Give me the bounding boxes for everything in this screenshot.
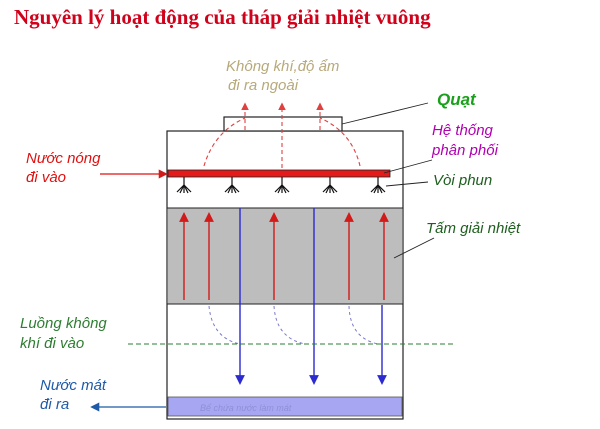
spray-nozzles [176, 177, 386, 194]
falling-water-arrows [235, 208, 387, 385]
air-out-flow [203, 102, 361, 168]
cold-water-basin [167, 396, 403, 417]
fill-leader [393, 237, 435, 259]
rising-air-arrows [179, 212, 389, 300]
hot-water-label-1: Nước nóng [26, 150, 101, 167]
fan-housing [223, 116, 343, 132]
hot-water-label-2: đi vào [26, 169, 66, 186]
fan-leader [341, 102, 429, 125]
basin-label: Bể chứa nước làm mát [200, 403, 292, 413]
cool-water-label-2: đi ra [40, 396, 69, 413]
fan-label: Quạt [437, 90, 477, 109]
nozzle-leader [385, 181, 429, 187]
fill-label: Tấm giải nhiệt [426, 220, 521, 237]
nozzle-2 [224, 177, 240, 194]
nozzle-5 [370, 177, 386, 194]
diagram-title: Nguyên lý hoạt động của tháp giải nhiệt … [14, 5, 431, 29]
cool-water-label-1: Nước mát [40, 377, 107, 394]
air-out-arrow-right [319, 117, 361, 167]
distribution-pipe [167, 169, 391, 178]
distribution-leader [383, 159, 433, 174]
nozzle-3 [274, 177, 290, 194]
air-out-label-2: đi ra ngoài [228, 77, 299, 94]
distribution-label-2: phân phối [431, 142, 499, 159]
fill-band [168, 208, 402, 304]
nozzle-label: Vòi phun [433, 172, 492, 189]
nozzle-4 [322, 177, 338, 194]
air-in-label-1: Luồng không [20, 315, 107, 332]
distribution-label-1: Hệ thống [432, 122, 494, 139]
air-in-label-2: khí đi vào [20, 335, 84, 352]
nozzle-1 [176, 177, 192, 194]
air-out-arrow-left [203, 117, 246, 167]
air-out-label-1: Không khí,độ ẩm [226, 58, 339, 75]
incoming-air-paths [208, 305, 379, 345]
